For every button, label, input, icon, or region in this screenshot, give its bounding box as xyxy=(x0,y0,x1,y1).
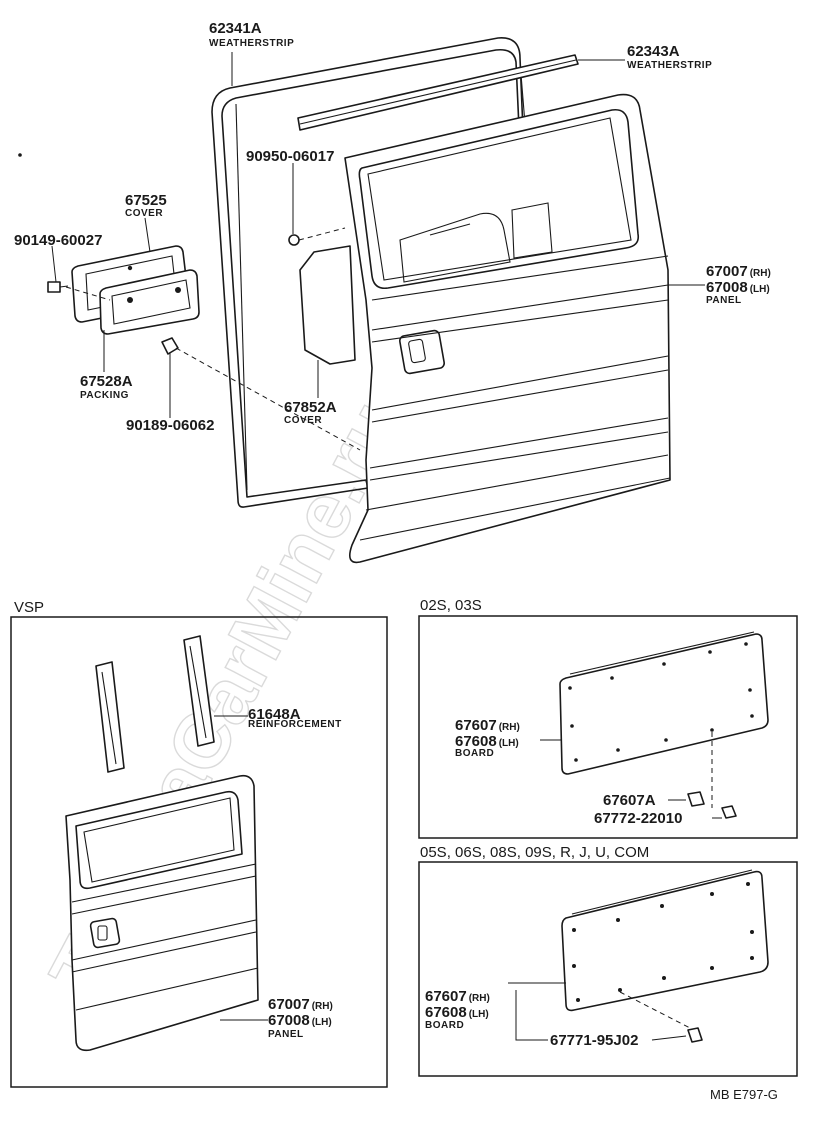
weatherstrip-62343a-drawing xyxy=(297,54,579,131)
callout-90950-06017: 90950-06017 xyxy=(246,148,334,165)
part-number-rh: 67007(RH) xyxy=(706,263,771,280)
callout-90189-06062: 90189-06062 xyxy=(126,417,214,434)
clip-67771-drawing xyxy=(687,1027,703,1043)
part-name: REINFORCEMENT xyxy=(248,719,342,730)
part-name: PACKING xyxy=(80,390,129,401)
part-number-lh: 67008(LH) xyxy=(268,1012,332,1029)
part-name: WEATHERSTRIP xyxy=(627,60,712,71)
stray-mark xyxy=(18,153,22,157)
section-label: 02S, 03S xyxy=(420,597,482,614)
board-drawing xyxy=(561,869,769,1012)
section-05s-com: 05S, 06S, 08S, 09S, R, J, U, COM 67607(R… xyxy=(418,844,798,1077)
part-name: COVER xyxy=(284,415,322,426)
section-label: VSP xyxy=(14,599,44,616)
section-box xyxy=(10,616,388,1088)
door-panel-drawing xyxy=(344,93,671,564)
part-number-lh: 67008(LH) xyxy=(706,279,770,296)
part-number: 90950-06017 xyxy=(246,148,334,165)
callout-67772-22010: 67772-22010 xyxy=(594,810,682,827)
callout-67607a: 67607A xyxy=(603,792,656,809)
part-name: BOARD xyxy=(455,748,494,759)
section-vsp: VSP 61648A REINFORCEMENT xyxy=(10,599,388,1088)
part-number: 67525 xyxy=(125,192,167,209)
part-number: 62341A xyxy=(209,20,262,37)
clip-67607a-drawing xyxy=(687,791,737,819)
callout-62343a: 62343A WEATHERSTRIP xyxy=(627,43,712,71)
part-number-rh: 67007(RH) xyxy=(268,996,333,1013)
callout-67528a: 67528A PACKING xyxy=(80,373,133,401)
part-name: BOARD xyxy=(425,1020,464,1031)
callout-90149-60027: 90149-60027 xyxy=(14,232,102,249)
callout-67771-95j02: 67771-95J02 xyxy=(550,1032,638,1049)
part-name: COVER xyxy=(125,208,163,219)
vsp-door-panel-drawing xyxy=(65,774,259,1052)
callout-61648a: 61648A REINFORCEMENT xyxy=(248,706,342,730)
reinforcement-drawing xyxy=(95,635,215,773)
clip-90950-drawing xyxy=(288,234,300,246)
section-box xyxy=(418,861,798,1077)
callout-05s-board: 67607(RH) 67608(LH) BOARD xyxy=(425,988,490,1031)
part-number: 90149-60027 xyxy=(14,232,102,249)
part-name: WEATHERSTRIP xyxy=(209,38,294,49)
part-number-lh: 67608(LH) xyxy=(425,1004,489,1021)
section-label: 05S, 06S, 08S, 09S, R, J, U, COM xyxy=(420,844,649,861)
part-name: PANEL xyxy=(268,1029,304,1040)
part-number: 62343A xyxy=(627,43,680,60)
packing-67528a-drawing xyxy=(99,269,200,335)
callout-67852a: 67852A COVER xyxy=(284,399,337,426)
board-drawing xyxy=(559,631,769,775)
part-number-rh: 67607(RH) xyxy=(455,717,520,734)
callout-67007-67008-panel: 67007(RH) 67008(LH) PANEL xyxy=(706,263,771,306)
part-number: 67607A xyxy=(603,792,656,809)
callout-02s-board: 67607(RH) 67608(LH) BOARD xyxy=(455,717,520,759)
part-number: 90189-06062 xyxy=(126,417,214,434)
part-number: 67771-95J02 xyxy=(550,1032,638,1049)
part-number: 61648A xyxy=(248,706,301,723)
part-name: PANEL xyxy=(706,295,742,306)
cover-67852a-drawing xyxy=(299,245,356,365)
section-02s-03s: 02S, 03S 67607(RH) 67608(LH) BOARD 67607… xyxy=(418,597,798,839)
part-number-rh: 67607(RH) xyxy=(425,988,490,1005)
main-assembly xyxy=(47,37,705,564)
callout-62341a: 62341A WEATHERSTRIP xyxy=(209,20,294,49)
screw-90149-drawing xyxy=(47,281,69,293)
nut-90189-drawing xyxy=(161,337,179,355)
drawing-code: MB E797-G xyxy=(710,1087,778,1102)
section-box xyxy=(418,615,798,839)
callout-67525: 67525 COVER xyxy=(125,192,167,219)
callout-vsp-panel: 67007(RH) 67008(LH) PANEL xyxy=(268,996,333,1040)
part-number-lh: 67608(LH) xyxy=(455,733,519,750)
part-number: 67852A xyxy=(284,399,337,416)
part-number: 67772-22010 xyxy=(594,810,682,827)
part-number: 67528A xyxy=(80,373,133,390)
